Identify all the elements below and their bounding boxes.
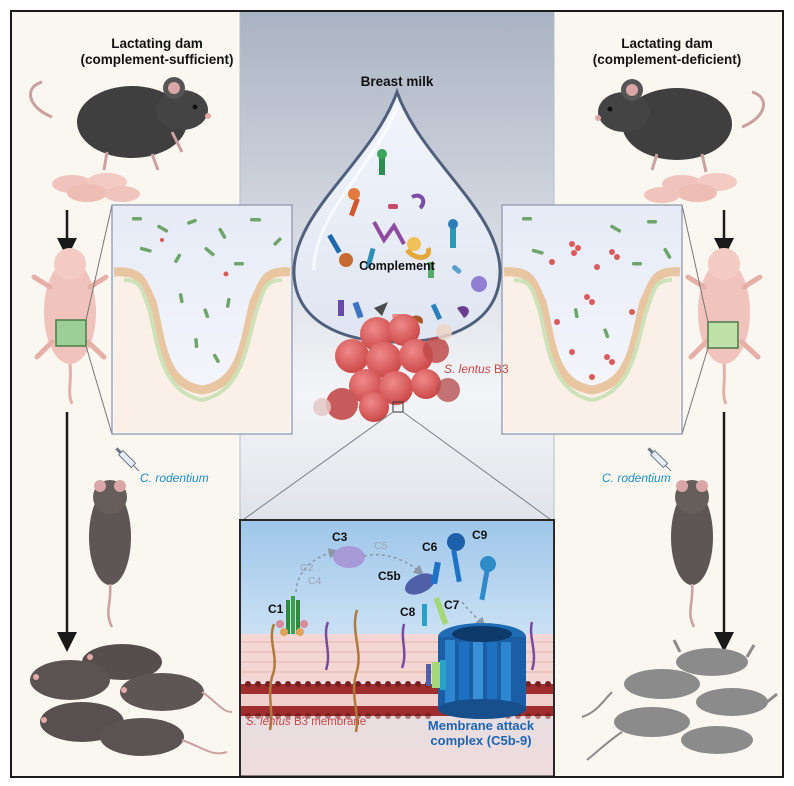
membrane-rest: B3 membrane: [293, 716, 367, 728]
left-healthy-litter-icon: [30, 644, 233, 756]
right-title: Lactating dam (complement-deficient): [572, 36, 762, 68]
right-title-line1: Lactating dam: [621, 36, 713, 51]
c6-protein-icon: [431, 561, 441, 585]
c7-label: C7: [444, 598, 460, 612]
bacteria-cluster-icon: [313, 314, 460, 422]
left-pups-icon: [52, 173, 140, 202]
graphical-abstract: [12, 12, 782, 776]
c8-protein-icon: [422, 604, 427, 626]
left-juvenile-mouse-icon: [89, 480, 131, 628]
c9-label: C9: [472, 528, 488, 542]
c5-label: C5: [374, 540, 388, 552]
right-pups-icon: [644, 173, 737, 203]
right-dam-mouse-icon: [595, 79, 765, 173]
left-title-line1: Lactating dam: [111, 36, 203, 51]
c3-protein-icon: [333, 546, 365, 568]
bacterium-species: S. lentus: [444, 362, 491, 376]
bacterium-strain: B3: [494, 362, 509, 376]
left-syringe-icon: [115, 447, 140, 472]
c4-label: C4: [308, 575, 322, 587]
right-intestinal-crypt-icon: [501, 204, 683, 435]
c6-label: C6: [422, 540, 438, 554]
c2-label: C2: [300, 562, 314, 574]
right-pathogen-label: C. rodentium: [602, 471, 671, 485]
c3-label: C3: [332, 530, 348, 544]
lipoteichoic-acids: [268, 609, 536, 733]
left-title: Lactating dam (complement-sufficient): [62, 36, 252, 68]
right-syringe-icon: [647, 447, 672, 472]
milk-drop-icon: [292, 87, 502, 345]
right-deceased-litter-icon: [581, 639, 778, 761]
c5b-label: C5b: [378, 569, 401, 583]
c5b-protein-icon: [405, 573, 435, 595]
c7-protein-icon: [433, 596, 449, 626]
left-intestinal-crypt-icon: [111, 204, 293, 435]
left-title-line2: (complement-sufficient): [80, 52, 234, 67]
c8-label: C8: [400, 605, 416, 619]
right-title-line2: (complement-deficient): [592, 52, 742, 67]
membrane-species: S. lentus: [246, 716, 291, 728]
mac-label-line1: Membrane attack: [427, 718, 535, 733]
membrane-label: S. lentus B3 membrane: [246, 716, 366, 728]
milk-title: Breast milk: [360, 74, 434, 89]
left-dam-mouse-icon: [29, 77, 211, 171]
right-infant-pup-icon: [685, 248, 763, 405]
c1-complex-icon: [276, 596, 308, 636]
bacterium-label: S. lentus B3: [444, 362, 509, 376]
c1-label: C1: [268, 602, 284, 616]
left-infant-pup-icon: [31, 248, 109, 405]
mac-inset-panel: [239, 519, 555, 776]
left-pathogen-label: C. rodentium: [140, 471, 209, 485]
right-juvenile-mouse-icon: [671, 480, 713, 628]
mac-label: Membrane attack complex (C5b-9): [416, 718, 546, 748]
c9-protein-icon: [447, 533, 496, 601]
mac-pore-icon: [426, 623, 526, 719]
mac-label-line2: complex (C5b-9): [430, 733, 532, 748]
complement-label: Complement: [359, 259, 435, 273]
figure-frame: Lactating dam (complement-sufficient) La…: [10, 10, 784, 778]
